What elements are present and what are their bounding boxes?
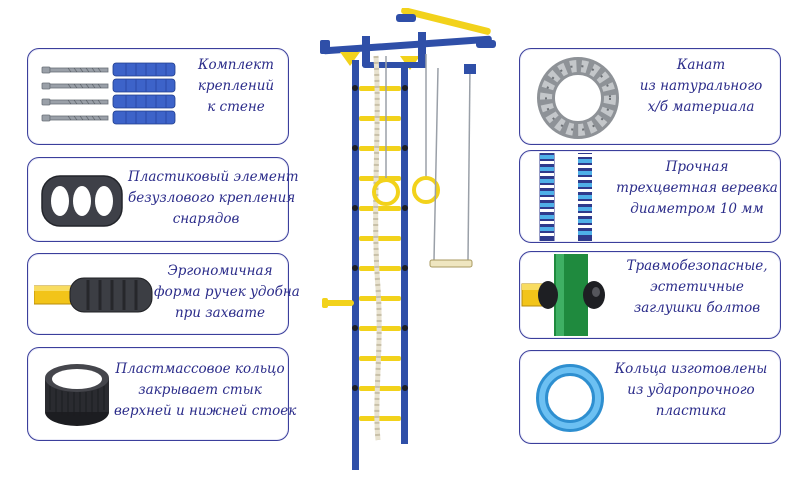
feature-caption: Эргономичная форма ручек удобна при захв… xyxy=(154,261,300,324)
cotton-rope-icon xyxy=(537,57,619,139)
caption-line: Травмобезопасные, xyxy=(626,258,768,274)
wall-bars-complex-image xyxy=(320,8,496,470)
caption-line: диаметром 10 мм xyxy=(630,201,764,217)
caption-line: из натурального xyxy=(639,78,763,94)
feature-caption: Канат из натурального х/б материала xyxy=(624,55,778,118)
feature-card-cotton-rope: Канат из натурального х/б материала xyxy=(519,48,781,145)
caption-line: Пластмассовое кольцо xyxy=(115,361,285,377)
caption-line: Прочная xyxy=(665,159,729,175)
feature-caption: Комплект креплений к стене xyxy=(188,55,284,118)
caption-line: трехцветная веревка xyxy=(616,180,778,196)
caption-line: при захвате xyxy=(174,305,266,321)
caption-line: из ударопрочного xyxy=(627,382,755,398)
feature-card-bolt-caps: Травмобезопасные, эстетичные заглушки бо… xyxy=(519,251,781,339)
caption-line: верхней и нижней стоек xyxy=(114,403,297,419)
feature-card-knotless-mount: Пластиковый элемент безузлового креплени… xyxy=(27,157,299,242)
caption-line: креплений xyxy=(197,78,275,94)
caption-line: пластика xyxy=(655,403,727,419)
caption-line: безузлового крепления xyxy=(128,190,296,206)
top-frame xyxy=(320,8,496,70)
caption-line: закрывает стык xyxy=(138,382,262,398)
feature-caption: Пластиковый элемент безузлового креплени… xyxy=(128,167,299,230)
caption-line: Канат xyxy=(676,57,726,73)
feature-card-ergonomic-handle: Эргономичная форма ручек удобна при захв… xyxy=(27,253,300,335)
feature-caption: Прочная трехцветная веревка диаметром 10… xyxy=(616,157,778,220)
caption-line: к стене xyxy=(207,99,265,115)
plastic-joint-ring-icon xyxy=(45,364,109,426)
feature-card-mounting-kit: Комплект креплений к стене xyxy=(27,48,289,145)
feature-card-joint-ring: Пластмассовое кольцо закрывает стык верх… xyxy=(27,347,297,441)
caption-line: Пластиковый элемент xyxy=(128,169,299,185)
feature-caption: Пластмассовое кольцо закрывает стык верх… xyxy=(114,359,297,422)
caption-line: форма ручек удобна xyxy=(154,284,300,300)
caption-line: Эргономичная xyxy=(167,263,273,279)
caption-line: эстетичные xyxy=(650,279,744,295)
feature-card-plastic-rings: Кольца изготовлены из ударопрочного плас… xyxy=(519,350,781,444)
tricolor-cord-icon xyxy=(539,153,592,241)
caption-line: Кольца изготовлены xyxy=(614,361,768,377)
plastic-knotless-mount-icon xyxy=(41,175,123,227)
bolt-cap-icon xyxy=(521,254,605,336)
wall-mounting-kit-icon xyxy=(41,62,176,125)
ergonomic-handle-icon xyxy=(34,277,153,313)
caption-line: Комплект xyxy=(198,57,274,73)
feature-caption: Травмобезопасные, эстетичные заглушки бо… xyxy=(614,256,780,319)
caption-line: х/б материала xyxy=(647,99,755,115)
caption-line: заглушки болтов xyxy=(633,300,761,316)
feature-card-tricolor-cord: Прочная трехцветная веревка диаметром 10… xyxy=(519,150,781,243)
caption-line: снарядов xyxy=(172,211,240,227)
plastic-ring-icon xyxy=(536,364,604,432)
feature-caption: Кольца изготовлены из ударопрочного плас… xyxy=(606,359,776,422)
